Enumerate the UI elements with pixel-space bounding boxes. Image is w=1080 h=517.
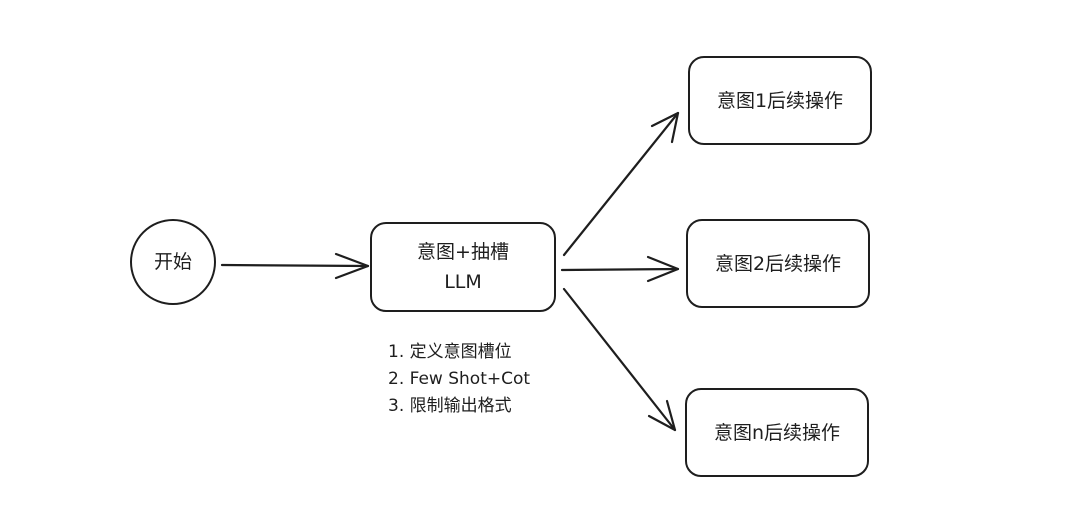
arrow-llm-to-intentn [562,287,677,432]
start-node: 开始 [130,219,216,305]
llm-notes: 1. 定义意图槽位 2. Few Shot+Cot 3. 限制输出格式 [388,339,530,420]
intentn-node: 意图n后续操作 [685,388,869,477]
note-item: 1. 定义意图槽位 [388,342,512,362]
intent1-label: 意图1后续操作 [716,89,844,112]
intentn-label: 意图n后续操作 [713,421,841,444]
arrow-llm-to-intent1 [562,111,680,257]
llm-subtitle: LLM [444,271,482,293]
note-item: 2. Few Shot+Cot [388,369,531,389]
intent1-node: 意图1后续操作 [688,56,872,145]
arrow-llm-to-intent2 [560,255,680,283]
note-item: 3. 限制输出格式 [388,396,512,416]
arrow-start-to-llm [220,252,370,280]
llm-title: 意图+抽槽 [417,241,509,263]
intent2-label: 意图2后续操作 [714,252,842,275]
intent2-node: 意图2后续操作 [686,219,870,308]
start-label: 开始 [153,251,192,273]
llm-node: 意图+抽槽 LLM [370,222,556,312]
